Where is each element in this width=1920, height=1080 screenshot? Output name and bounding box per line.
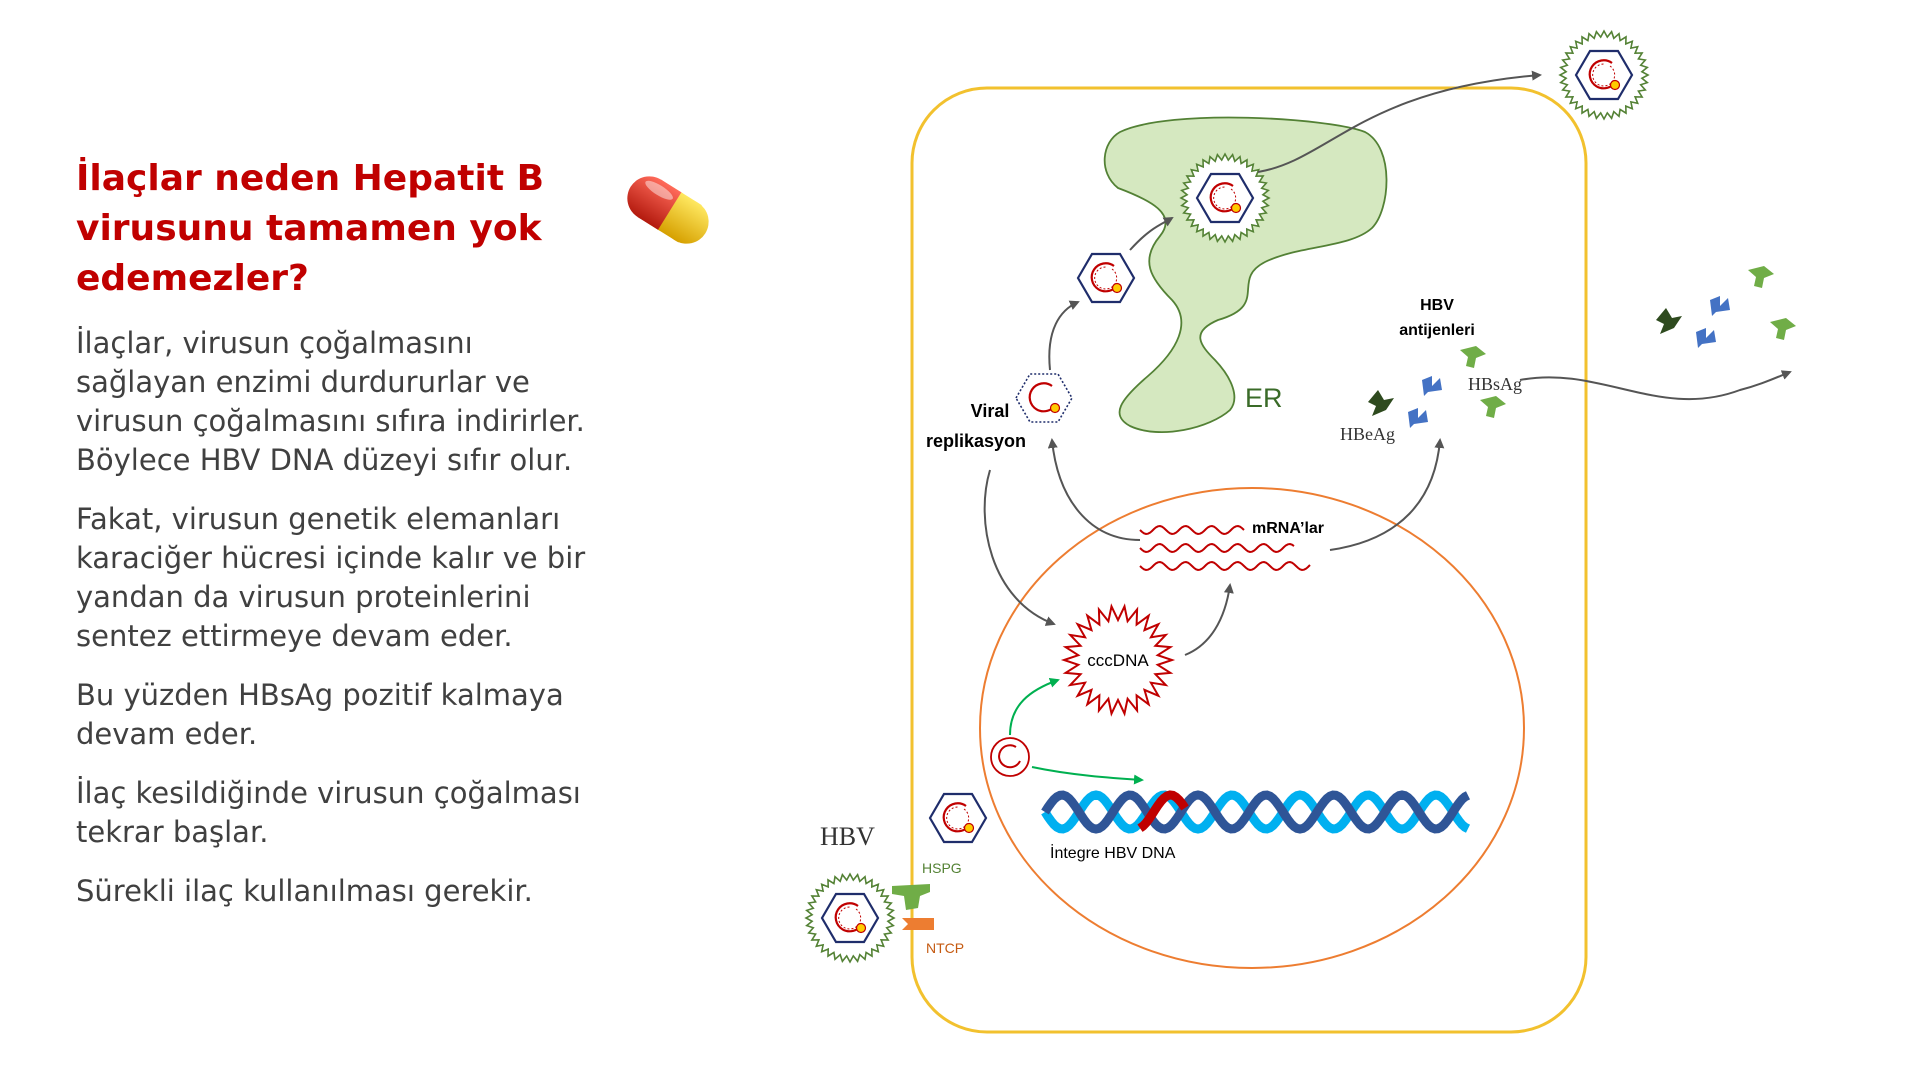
text-panel: İlaçlar neden Hepatit B virusunu tamamen… xyxy=(76,154,596,931)
antigen-icon xyxy=(1656,308,1682,334)
paragraph-4: İlaç kesildiğinde virusun çoğalması tekr… xyxy=(76,776,581,849)
hbv-virion-icon xyxy=(806,874,894,962)
viral-replication-label-2: replikasyon xyxy=(926,431,1026,451)
cccdna-icon: cccDNA xyxy=(1060,603,1176,717)
antigen-icon xyxy=(1696,328,1716,348)
paragraph-5: Sürekli ilaç kullanılması gerekir. xyxy=(76,874,533,908)
endoplasmic-reticulum xyxy=(1103,116,1388,433)
er-label: ER xyxy=(1245,383,1283,413)
paragraph-1: İlaçlar, virusun çoğalmasını sağlayan en… xyxy=(76,326,585,477)
hbeag-label: HBeAg xyxy=(1340,424,1395,444)
antigen-icon xyxy=(1480,396,1506,418)
immature-capsid-icon xyxy=(1015,373,1073,423)
mrna-label: mRNA’lar xyxy=(1252,520,1324,537)
nucleus xyxy=(979,487,1525,969)
capsid-icon xyxy=(1076,252,1136,304)
ntcp-label: NTCP xyxy=(926,940,964,956)
antigen-icon xyxy=(1770,318,1796,340)
hspg-receptor-icon xyxy=(892,884,930,910)
mrna-waves xyxy=(1139,524,1311,572)
released-virion-icon xyxy=(1560,31,1648,119)
dna-helix-icon xyxy=(1041,790,1471,834)
page-title: İlaçlar neden Hepatit B virusunu tamamen… xyxy=(76,158,545,299)
antigen-icon xyxy=(1460,346,1486,368)
antigen-icon xyxy=(1748,266,1774,288)
paragraph-3: Bu yüzden HBsAg pozitif kalmaya devam ed… xyxy=(76,678,564,751)
antigen-icon xyxy=(1710,296,1730,316)
pill-icon xyxy=(627,176,709,244)
hbv-label: HBV xyxy=(820,822,875,851)
antigen-icon xyxy=(1408,408,1428,428)
antigens-label-2: antijenleri xyxy=(1399,322,1475,339)
hbsag-label: HBsAg xyxy=(1468,374,1522,394)
cccdna-label: cccDNA xyxy=(1087,651,1149,670)
viral-replication-label-1: Viral xyxy=(971,401,1010,421)
antigens-label-1: HBV xyxy=(1420,297,1454,314)
antigen-icon xyxy=(1368,390,1394,416)
rcdna-icon xyxy=(990,737,1030,777)
entering-capsid-icon xyxy=(928,792,988,844)
hspg-label: HSPG xyxy=(922,860,962,876)
ntcp-receptor-icon xyxy=(902,918,934,930)
antigen-icon xyxy=(1422,376,1442,396)
integrated-dna-label: İntegre HBV DNA xyxy=(1050,843,1176,862)
hepatocyte-cell xyxy=(910,86,1588,1034)
paragraph-2: Fakat, virusun genetik elemanları karaci… xyxy=(76,502,586,653)
